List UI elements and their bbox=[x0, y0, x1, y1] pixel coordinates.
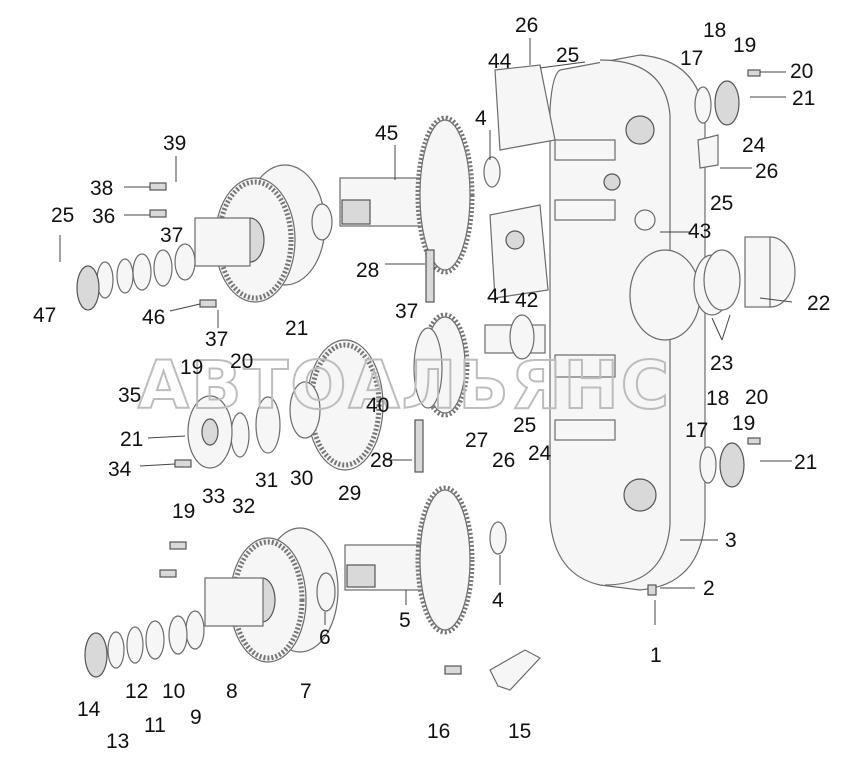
callout-4: 4 bbox=[492, 589, 504, 612]
callout-47: 47 bbox=[33, 304, 56, 327]
callout-34: 34 bbox=[108, 458, 132, 481]
callout-21: 21 bbox=[794, 451, 817, 474]
callout-24: 24 bbox=[528, 442, 552, 465]
upper-shaft-assembly bbox=[339, 115, 501, 275]
lower-flange-assembly bbox=[84, 527, 339, 678]
upper-flange-assembly bbox=[76, 164, 333, 311]
callout-27: 27 bbox=[465, 429, 488, 452]
callout-19: 19 bbox=[733, 34, 756, 57]
callout-5: 5 bbox=[399, 609, 411, 632]
callout-25: 25 bbox=[51, 204, 74, 227]
callout-16: 16 bbox=[427, 720, 450, 743]
callout-38: 38 bbox=[90, 177, 113, 200]
bolt-16 bbox=[444, 665, 462, 675]
callout-2: 2 bbox=[703, 577, 715, 600]
callout-20: 20 bbox=[230, 350, 253, 373]
callout-20: 20 bbox=[790, 60, 813, 83]
callout-25: 25 bbox=[710, 192, 733, 215]
cover-24-top bbox=[697, 134, 719, 169]
callout-21: 21 bbox=[120, 428, 143, 451]
callout-17: 17 bbox=[680, 47, 703, 70]
callout-10: 10 bbox=[162, 680, 185, 703]
bracket-15 bbox=[489, 649, 541, 691]
callout-18: 18 bbox=[703, 19, 726, 42]
callout-17: 17 bbox=[685, 419, 708, 442]
callout-22: 22 bbox=[807, 292, 830, 315]
chain-28-top bbox=[425, 249, 435, 303]
callout-26: 26 bbox=[755, 160, 778, 183]
callout-6: 6 bbox=[319, 626, 331, 649]
callout-42: 42 bbox=[515, 289, 538, 312]
callout-41: 41 bbox=[487, 285, 510, 308]
callout-21: 21 bbox=[285, 317, 308, 340]
callout-30: 30 bbox=[290, 467, 313, 490]
callout-29: 29 bbox=[338, 482, 361, 505]
callout-46: 46 bbox=[142, 306, 165, 329]
cap-18-top bbox=[714, 80, 740, 126]
callout-37: 37 bbox=[205, 328, 228, 351]
callout-24: 24 bbox=[742, 134, 766, 157]
callout-15: 15 bbox=[508, 720, 531, 743]
callout-43: 43 bbox=[688, 220, 711, 243]
callout-13: 13 bbox=[106, 730, 129, 753]
gasket-17-top bbox=[694, 86, 712, 124]
cover-plate bbox=[494, 64, 556, 151]
callout-25: 25 bbox=[556, 44, 579, 67]
callout-19: 19 bbox=[732, 412, 755, 435]
leader-lines bbox=[59, 38, 793, 625]
callout-8: 8 bbox=[226, 680, 238, 703]
callout-23: 23 bbox=[710, 352, 733, 375]
gasket-17-bottom bbox=[699, 446, 717, 484]
callout-26: 26 bbox=[515, 14, 538, 37]
callout-35: 35 bbox=[118, 384, 141, 407]
callout-21: 21 bbox=[792, 87, 815, 110]
callout-32: 32 bbox=[232, 495, 255, 518]
middle-gear-assembly bbox=[187, 312, 546, 471]
callout-44: 44 bbox=[488, 50, 512, 73]
callout-28: 28 bbox=[356, 259, 379, 282]
callout-45: 45 bbox=[375, 122, 398, 145]
transfer-case-housing bbox=[549, 54, 706, 591]
callout-37: 37 bbox=[160, 224, 183, 247]
cover-hole bbox=[505, 230, 525, 250]
callout-20: 20 bbox=[745, 386, 768, 409]
callout-26: 26 bbox=[492, 449, 515, 472]
callout-36: 36 bbox=[92, 205, 115, 228]
callout-31: 31 bbox=[255, 469, 278, 492]
callout-9: 9 bbox=[190, 706, 202, 729]
callout-1: 1 bbox=[650, 644, 662, 667]
inspection-cover bbox=[489, 204, 549, 299]
callout-37: 37 bbox=[395, 300, 418, 323]
callout-labels: 1 2 3 4 4 5 6 7 8 9 10 11 12 13 14 15 16… bbox=[33, 14, 830, 753]
callout-11: 11 bbox=[144, 714, 166, 737]
lower-shaft-assembly bbox=[344, 485, 507, 635]
callout-19: 19 bbox=[180, 356, 203, 379]
callout-33: 33 bbox=[202, 485, 225, 508]
callout-3: 3 bbox=[725, 529, 737, 552]
cap-18-bottom bbox=[719, 442, 745, 488]
callout-19: 19 bbox=[172, 500, 195, 523]
callout-4: 4 bbox=[475, 107, 487, 130]
callout-39: 39 bbox=[163, 132, 186, 155]
callout-7: 7 bbox=[300, 680, 312, 703]
callout-28: 28 bbox=[370, 449, 393, 472]
callout-40: 40 bbox=[366, 394, 389, 417]
flange-22-body bbox=[744, 236, 771, 308]
callout-12: 12 bbox=[125, 680, 148, 703]
callout-14: 14 bbox=[77, 698, 101, 721]
seal-23b bbox=[703, 249, 741, 311]
callout-25: 25 bbox=[513, 414, 536, 437]
watermark-text: АВТОАЛЬЯНС bbox=[138, 347, 671, 424]
callout-18: 18 bbox=[706, 387, 729, 410]
chain-28-bottom bbox=[414, 419, 424, 473]
